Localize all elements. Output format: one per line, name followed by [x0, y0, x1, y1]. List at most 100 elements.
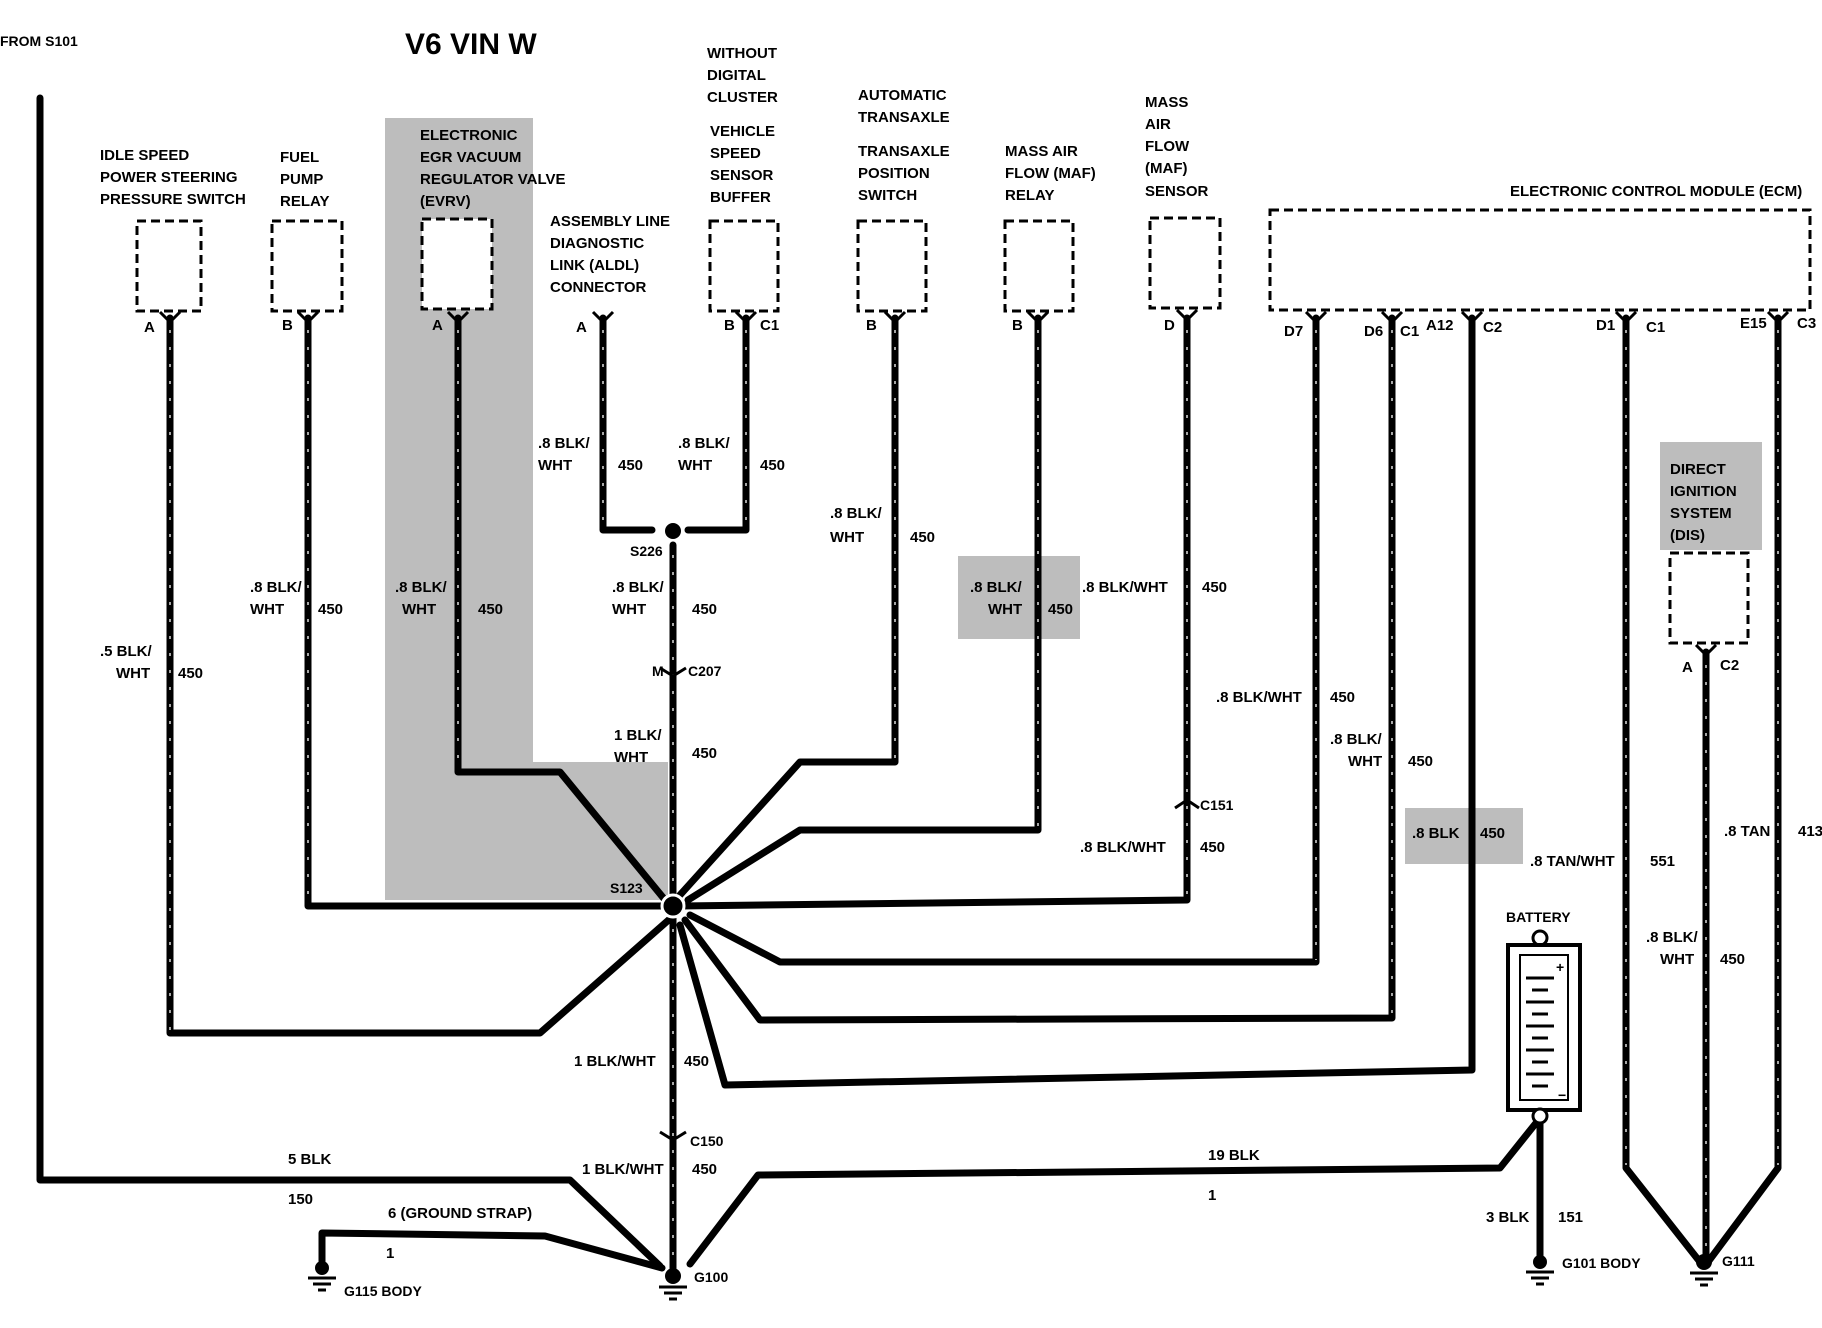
svg-text:450: 450	[1480, 825, 1505, 842]
svg-text:REGULATOR VALVE: REGULATOR VALVE	[420, 171, 566, 188]
evrv-label: ELECTRONIC EGR VACUUM REGULATOR VALVE (E…	[420, 127, 566, 210]
svg-text:E15: E15	[1740, 315, 1767, 332]
svg-text:WHT: WHT	[1348, 753, 1382, 770]
svg-text:SWITCH: SWITCH	[858, 187, 917, 204]
svg-text:ASSEMBLY LINE: ASSEMBLY LINE	[550, 213, 670, 230]
svg-text:D6: D6	[1364, 323, 1383, 340]
svg-text:C3: C3	[1797, 315, 1816, 332]
from-s101-label: FROM S101	[0, 33, 78, 49]
svg-text:TRANSAXLE: TRANSAXLE	[858, 109, 950, 126]
svg-text:450: 450	[684, 1053, 709, 1070]
connector-c151: C151	[1174, 797, 1234, 813]
evrv-box	[420, 217, 494, 311]
svg-text:450: 450	[1200, 839, 1225, 856]
svg-text:VEHICLE: VEHICLE	[710, 123, 775, 140]
svg-text:150: 150	[288, 1191, 313, 1208]
wire-evrv	[454, 314, 674, 910]
wire-ecm-d1	[1622, 314, 1704, 1266]
svg-text:.5 BLK/: .5 BLK/	[100, 643, 153, 660]
svg-text:C1: C1	[1646, 319, 1665, 336]
svg-text:.8 BLK/: .8 BLK/	[678, 435, 731, 452]
svg-text:.8 BLK/: .8 BLK/	[538, 435, 591, 452]
svg-text:D1: D1	[1596, 317, 1615, 334]
svg-text:LINK (ALDL): LINK (ALDL)	[550, 257, 639, 274]
svg-text:AUTOMATIC: AUTOMATIC	[858, 87, 947, 104]
svg-text:WHT: WHT	[678, 457, 712, 474]
maf-sensor-label: MASS AIR FLOW (MAF) SENSOR	[1145, 94, 1209, 200]
svg-text:C151: C151	[1200, 797, 1234, 813]
svg-text:SENSOR: SENSOR	[710, 167, 774, 184]
svg-text:B: B	[1012, 317, 1023, 334]
svg-text:EGR VACUUM: EGR VACUUM	[420, 149, 521, 166]
blk-wire-highlight	[1405, 808, 1523, 864]
svg-text:.8 BLK/: .8 BLK/	[395, 579, 448, 596]
svg-text:450: 450	[1720, 951, 1745, 968]
svg-text:.8 TAN/WHT: .8 TAN/WHT	[1530, 853, 1615, 870]
svg-text:1 BLK/WHT: 1 BLK/WHT	[574, 1053, 656, 1070]
battery-plus: +	[1556, 959, 1564, 975]
svg-text:TRANSAXLE: TRANSAXLE	[858, 143, 950, 160]
wire-maf-sensor	[676, 314, 1191, 910]
svg-text:151: 151	[1558, 1209, 1583, 1226]
svg-text:POSITION: POSITION	[858, 165, 930, 182]
svg-text:A: A	[1682, 659, 1693, 676]
wire-battery-g100	[686, 1114, 1544, 1268]
maf-wire-highlight	[958, 556, 1080, 639]
ground-g100: G100	[659, 1268, 728, 1301]
svg-text:WHT: WHT	[830, 529, 864, 546]
wire-maf-relay	[684, 314, 1042, 904]
wire-tps	[676, 314, 899, 899]
dis-label: DIRECT IGNITION SYSTEM (DIS)	[1670, 461, 1737, 544]
svg-text:ELECTRONIC: ELECTRONIC	[420, 127, 518, 144]
svg-text:G111: G111	[1722, 1253, 1755, 1269]
svg-text:FLOW (MAF): FLOW (MAF)	[1005, 165, 1096, 182]
svg-text:450: 450	[1408, 753, 1433, 770]
svg-text:DIGITAL: DIGITAL	[707, 67, 766, 84]
wire-stripes	[169, 330, 1779, 1265]
wire-ecm-d7	[686, 314, 1320, 966]
svg-text:AIR: AIR	[1145, 116, 1171, 133]
battery-minus: −	[1558, 1087, 1566, 1103]
ecm-label: ELECTRONIC CONTROL MODULE (ECM)	[1510, 183, 1802, 200]
aldl-connector-label: ASSEMBLY LINE DIAGNOSTIC LINK (ALDL) CON…	[550, 213, 670, 296]
svg-text:(EVRV): (EVRV)	[420, 193, 471, 210]
maf-relay-label: MASS AIR FLOW (MAF) RELAY	[1005, 143, 1096, 204]
wire-idle-speed	[166, 314, 684, 1037]
connector-c207: M C207	[652, 663, 722, 679]
svg-text:WHT: WHT	[988, 601, 1022, 618]
svg-text:D7: D7	[1284, 323, 1303, 340]
svg-text:WHT: WHT	[116, 665, 150, 682]
svg-text:C207: C207	[688, 663, 722, 679]
svg-text:450: 450	[692, 745, 717, 762]
wire-ground-strap	[318, 1229, 666, 1272]
splice-s123-label: S123	[610, 880, 643, 896]
svg-text:1: 1	[386, 1245, 394, 1262]
svg-text:B: B	[866, 317, 877, 334]
svg-text:DIRECT: DIRECT	[1670, 461, 1726, 478]
svg-text:B: B	[724, 317, 735, 334]
svg-text:.8 BLK/WHT: .8 BLK/WHT	[1080, 839, 1166, 856]
svg-text:CONNECTOR: CONNECTOR	[550, 279, 647, 296]
svg-text:POWER STEERING: POWER STEERING	[100, 169, 238, 186]
svg-text:.8 BLK/: .8 BLK/	[612, 579, 665, 596]
svg-text:C2: C2	[1483, 319, 1502, 336]
wire-ecm-e15	[1704, 314, 1782, 1266]
svg-text:1: 1	[1208, 1187, 1216, 1204]
wires	[36, 94, 1782, 1276]
svg-text:G115 BODY: G115 BODY	[344, 1283, 422, 1299]
vss-buffer-box	[708, 219, 780, 313]
svg-text:CLUSTER: CLUSTER	[707, 89, 778, 106]
pin-labels: A B A A B C1 B B D D7 D6 C1 A12 C2 D1 C1…	[144, 315, 1816, 676]
fuel-pump-relay-box	[270, 219, 344, 313]
svg-text:450: 450	[910, 529, 935, 546]
maf-relay-box	[1003, 219, 1075, 313]
svg-text:WHT: WHT	[402, 601, 436, 618]
svg-text:G100: G100	[694, 1269, 728, 1285]
pin-receptacles	[158, 308, 1790, 658]
svg-text:A: A	[432, 317, 443, 334]
svg-text:551: 551	[1650, 853, 1675, 870]
fuel-pump-relay-label: FUEL PUMP RELAY	[280, 149, 329, 210]
ground-g111: G111	[1690, 1253, 1755, 1287]
svg-text:.8 BLK/: .8 BLK/	[830, 505, 883, 522]
